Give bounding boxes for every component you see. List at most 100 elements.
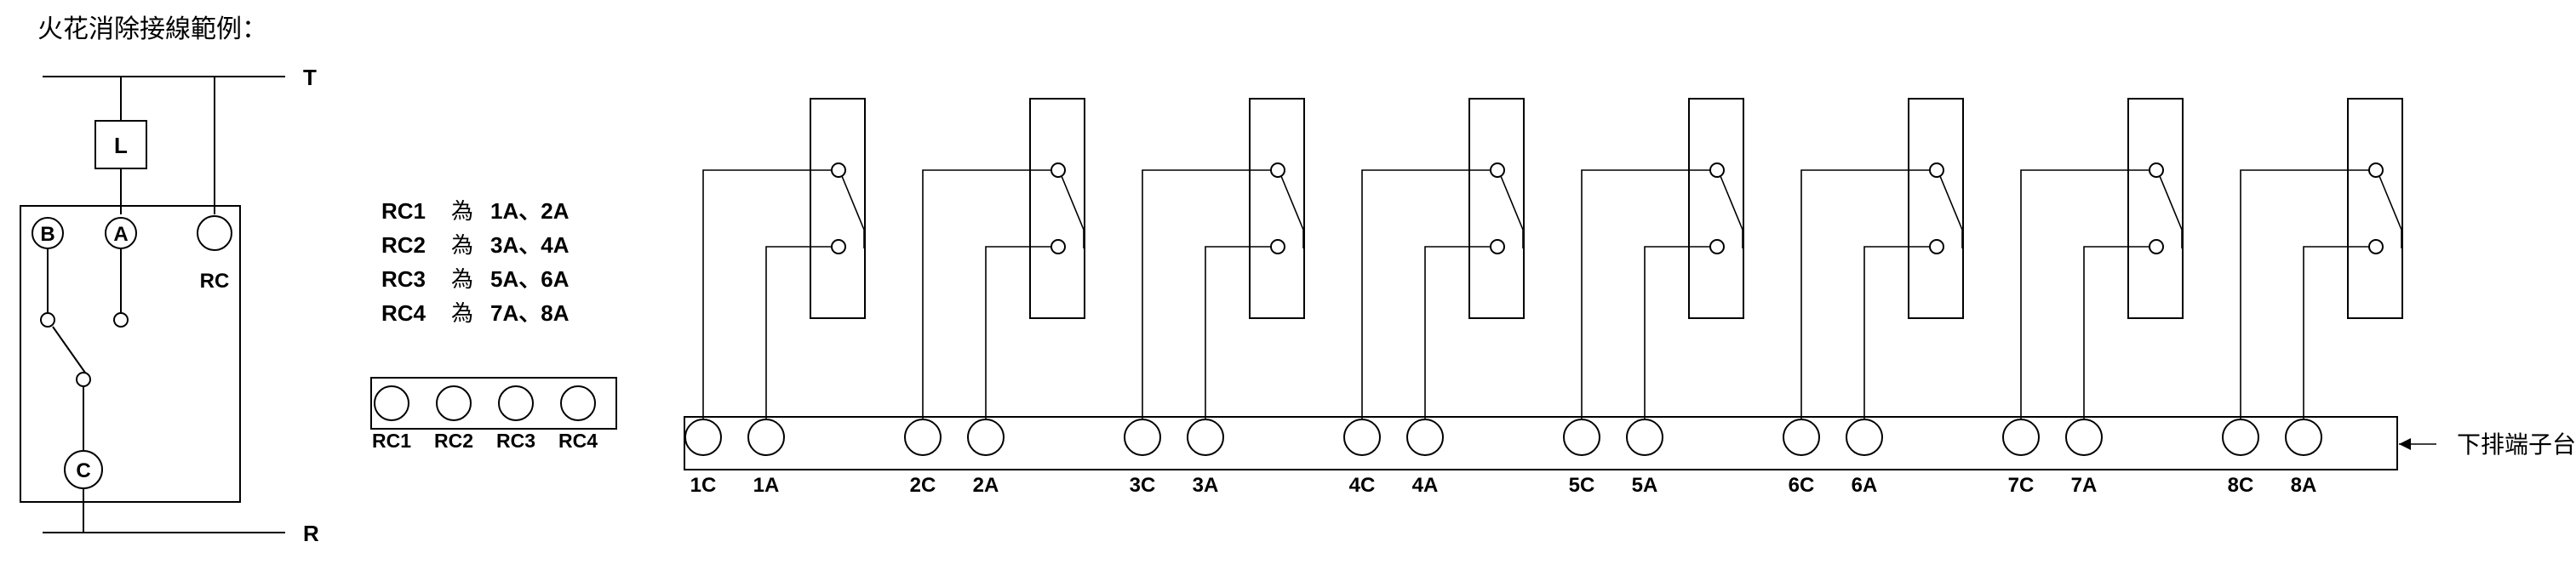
bottom-rail-label: R [303,521,319,546]
contact-wire [1205,246,1271,419]
strip-terminal-common [684,419,722,456]
strip-terminal-contact [2065,419,2103,456]
strip-terminal-contact [747,419,785,456]
relay-point-common [1929,162,1944,178]
strip-terminal-contact [1846,419,1883,456]
rc-terminal-label: RC3 [496,430,535,452]
rc-terminal [498,385,534,421]
contact-wire [765,246,832,419]
relay-point-contact [1490,239,1505,254]
strip-label-contact: 3A [1193,474,1219,497]
contact-wire [1644,246,1710,419]
rc-mapping-pins: 7A、8A [490,300,570,326]
relay-box [1688,98,1744,319]
strip-label-common: 1C [690,474,717,497]
terminal-strip-box [684,416,2398,470]
rc-mapping-pins: 1A、2A [490,198,570,224]
strip-label-contact: 7A [2071,474,2098,497]
relay-box [1468,98,1525,319]
contact-a-point [113,312,129,328]
rc-terminal [436,385,472,421]
strip-terminal-contact [1406,419,1444,456]
relay-switch-arm [1280,175,1304,248]
load-label: L [114,133,128,158]
rc-terminal [374,385,409,421]
relay-switch-arm [841,175,865,248]
rc-terminal [560,385,596,421]
relay-unit [2240,98,2403,419]
relay-body [20,205,241,503]
relay-point-common [2368,162,2384,178]
left-circuit: T R L B A RC C [20,65,319,546]
strip-terminal-contact [2285,419,2322,456]
strip-terminal-contact [1626,419,1663,456]
left-arrow-icon [2399,438,2436,450]
strip-label-contact: 1A [753,474,780,497]
strip-terminal-common [1124,419,1161,456]
strip-label-common: 7C [2008,474,2035,497]
relay-switch-arm [1061,175,1085,248]
relay-point-common [1050,162,1066,178]
rc-mapping-name: RC3 [381,266,426,292]
relay-point-contact [2368,239,2384,254]
relay-unit [702,98,866,419]
strip-terminal-common [1783,419,1820,456]
relay-bank [702,98,2403,419]
terminal-a-label: A [113,223,128,246]
terminal-strip-label: 下排端子台 [2457,430,2576,459]
relay-unit [1800,98,1964,419]
relay-point-contact [1709,239,1725,254]
relay-switch-arm [1720,175,1743,248]
strip-label-contact: 6A [1852,474,1878,497]
common-wire [1142,169,1271,419]
relay-point-contact [831,239,846,254]
terminal-rc-label: RC [200,270,230,293]
relay-switch-arm [1500,175,1524,248]
contact-b-point [40,312,55,328]
relay-unit [1581,98,1744,419]
relay-point-common [831,162,846,178]
rc-terminal-label: RC2 [434,430,473,452]
strip-label-contact: 4A [1412,474,1439,497]
common-wire [922,169,1051,419]
strip-label-common: 3C [1130,474,1156,497]
rc-mapping-name: RC4 [381,300,426,326]
relay-point-common [1709,162,1725,178]
rc-mapping-word: 為 [451,267,473,293]
common-wire [2240,169,2369,419]
strip-terminal-common [2002,419,2040,456]
relay-box [2347,98,2403,319]
terminal-b-label: B [40,223,54,246]
relay-box [1249,98,1305,319]
relay-point-contact [2149,239,2164,254]
load-box [94,120,147,169]
strip-terminal-contact [967,419,1005,456]
common-wire [1581,169,1710,419]
common-wire [702,169,832,419]
rc-terminal-label: RC4 [558,430,598,452]
strip-terminal-common [1343,419,1381,456]
relay-switch-arm [1939,175,1963,248]
relay-box [810,98,866,319]
relay-unit [2020,98,2184,419]
common-wire [2020,169,2150,419]
terminal-rc [197,215,232,251]
contact-wire [2083,246,2150,419]
strip-terminal-common [2222,419,2259,456]
relay-point-contact [1929,239,1944,254]
strip-terminal-common [904,419,942,456]
strip-terminal-common [1563,419,1600,456]
relay-box [2127,98,2184,319]
relay-unit [922,98,1085,419]
relay-box [1908,98,1964,319]
common-pivot [76,372,91,387]
relay-box [1029,98,1085,319]
rc-mapping-pins: 5A、6A [490,266,570,292]
